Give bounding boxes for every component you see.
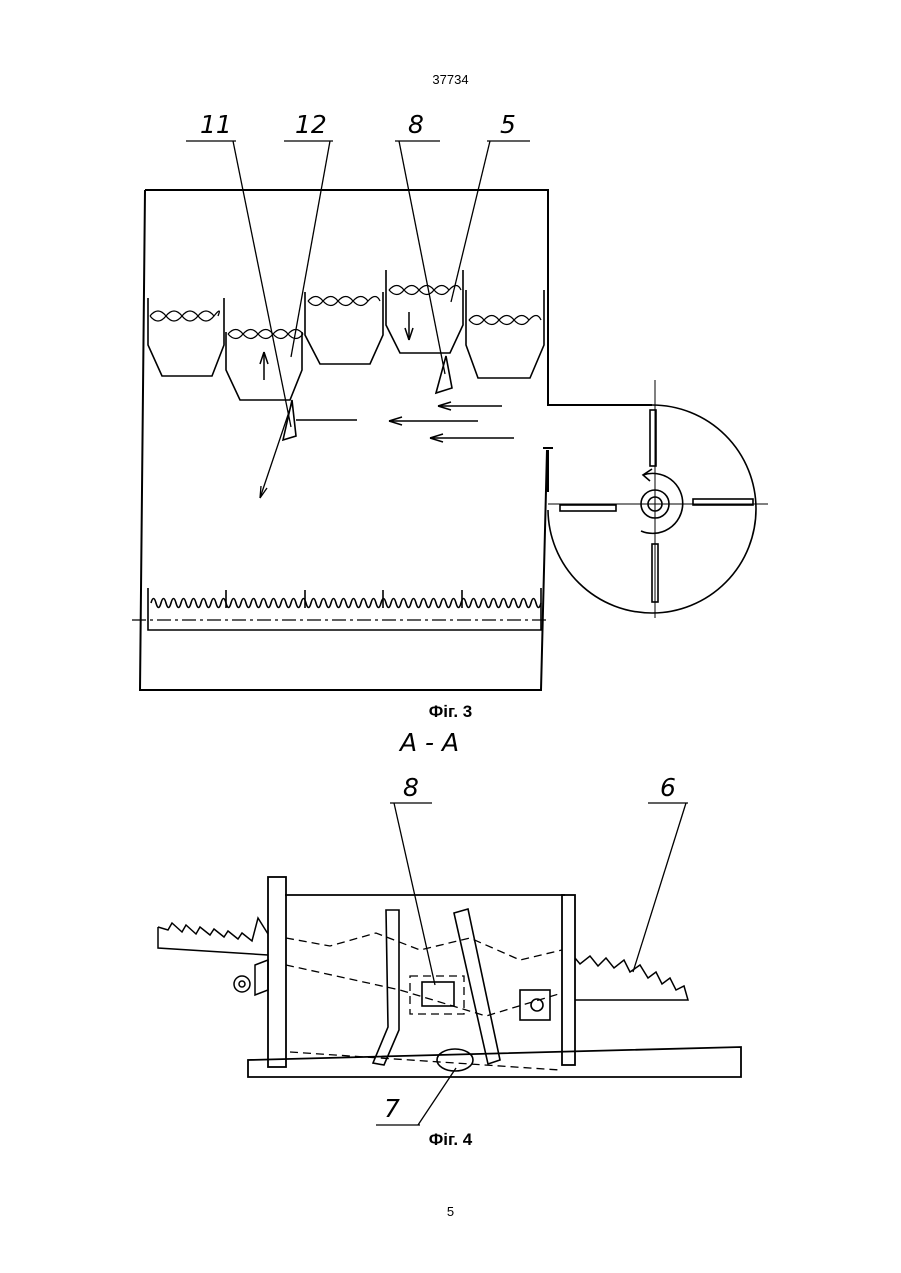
page-number: 5 (0, 1204, 901, 1219)
left-end-post (268, 877, 286, 1067)
figure-4-drawing: 8 6 7 (0, 0, 901, 1140)
right-bearing-box (520, 990, 550, 1020)
inner-support-right (454, 909, 500, 1064)
figure-4-caption: Фіг. 4 (0, 1130, 901, 1150)
deflector-plate-8-fig4 (422, 982, 454, 1006)
fig4-callout-7: 7 (384, 1094, 400, 1123)
outlet-7 (437, 1049, 473, 1071)
fig4-callout-6: 6 (660, 773, 676, 802)
sieve-teeth-right (575, 956, 688, 1000)
sieve-teeth-left (158, 918, 268, 941)
right-end-post (562, 895, 575, 1065)
fig4-callout-8: 8 (403, 773, 419, 802)
left-pivot-wheel (234, 976, 250, 992)
